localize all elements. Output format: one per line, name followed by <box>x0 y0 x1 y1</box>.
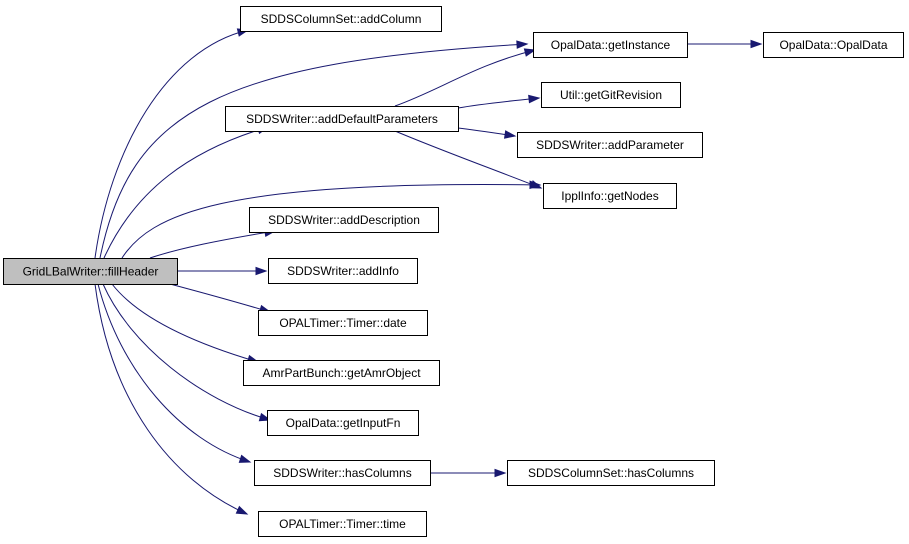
edge-root-to-getInstance <box>99 40 529 259</box>
edge-line <box>457 97 540 109</box>
node-box[interactable] <box>3 258 178 285</box>
edge-arrowhead <box>750 39 763 49</box>
edge-arrowhead <box>516 40 529 49</box>
node-box[interactable] <box>249 207 439 233</box>
edge-line <box>99 43 528 259</box>
edge-arrowhead <box>529 180 543 189</box>
edge-addDefaultParameters-to-getNodes <box>394 130 543 189</box>
edge-line <box>394 49 536 107</box>
edge-line <box>94 283 248 515</box>
node-box[interactable] <box>258 511 427 537</box>
nodes-layer: GridLBalWriter::fillHeaderSDDSColumnSet:… <box>3 6 904 537</box>
node-box[interactable] <box>543 183 677 209</box>
edge-arrowhead <box>255 266 268 276</box>
edge-arrowhead <box>238 454 252 463</box>
node-getInputFn[interactable]: OpalData::getInputFn <box>267 410 419 436</box>
node-label: Util::getGitRevision <box>560 88 662 102</box>
node-box[interactable] <box>243 360 440 386</box>
node-label: GridLBalWriter::fillHeader <box>23 265 159 279</box>
edge-root-to-addInfo <box>177 266 268 276</box>
edge-arrowhead <box>494 468 507 478</box>
node-box[interactable] <box>541 82 681 108</box>
node-hasColumnsS[interactable]: SDDSColumnSet::hasColumns <box>507 460 715 486</box>
edge-getInstance-to-opalData <box>687 39 763 49</box>
node-box[interactable] <box>240 6 442 32</box>
node-label: OpalData::getInputFn <box>286 416 401 430</box>
edge-line <box>394 130 542 189</box>
edge-root-to-date <box>169 283 272 314</box>
edge-arrowhead <box>528 94 541 104</box>
edge-arrowhead <box>523 48 537 57</box>
node-box[interactable] <box>254 460 431 486</box>
node-label: SDDSWriter::addDefaultParameters <box>246 112 438 126</box>
edge-arrowhead <box>235 505 249 515</box>
node-addDescription[interactable]: SDDSWriter::addDescription <box>249 207 439 233</box>
edge-line <box>121 184 541 259</box>
edge-line <box>111 283 259 363</box>
node-box[interactable] <box>225 106 459 132</box>
node-addDefaultParameters[interactable]: SDDSWriter::addDefaultParameters <box>225 106 459 132</box>
edge-addDefaultParameters-to-getInstance <box>394 48 537 107</box>
node-addInfo[interactable]: SDDSWriter::addInfo <box>268 258 418 284</box>
node-label: OPALTimer::Timer::time <box>279 517 406 531</box>
node-box[interactable] <box>763 32 904 58</box>
node-label: OpalData::getInstance <box>551 38 671 52</box>
edge-line <box>103 126 269 259</box>
edge-root-to-hasColumnsW <box>97 283 252 463</box>
node-getGitRevision[interactable]: Util::getGitRevision <box>541 82 681 108</box>
node-label: SDDSWriter::addDescription <box>268 213 420 227</box>
node-date[interactable]: OPALTimer::Timer::date <box>258 310 428 336</box>
node-label: OpalData::OpalData <box>779 38 887 52</box>
edge-addDefaultParameters-to-getGitRevision <box>457 94 541 109</box>
edge-line <box>149 230 276 259</box>
node-label: SDDSWriter::addInfo <box>287 264 399 278</box>
node-label: AmrPartBunch::getAmrObject <box>262 366 421 380</box>
node-addParameter[interactable]: SDDSWriter::addParameter <box>517 132 703 158</box>
node-box[interactable] <box>517 132 703 158</box>
edge-hasColumnsW-to-hasColumnsS <box>430 468 507 478</box>
node-opalData[interactable]: OpalData::OpalData <box>763 32 904 58</box>
node-label: OPALTimer::Timer::date <box>279 316 407 330</box>
node-label: SDDSColumnSet::hasColumns <box>528 466 694 480</box>
edge-root-to-time <box>94 283 249 515</box>
edge-line <box>102 283 271 421</box>
node-addColumn[interactable]: SDDSColumnSet::addColumn <box>240 6 442 32</box>
node-hasColumnsW[interactable]: SDDSWriter::hasColumns <box>254 460 431 486</box>
edge-root-to-addColumn <box>94 28 250 259</box>
node-box[interactable] <box>258 310 428 336</box>
node-box[interactable] <box>268 258 418 284</box>
node-time[interactable]: OPALTimer::Timer::time <box>258 511 427 537</box>
node-box[interactable] <box>533 32 688 58</box>
node-getAmrObject[interactable]: AmrPartBunch::getAmrObject <box>243 360 440 386</box>
edge-line <box>94 29 249 259</box>
node-box[interactable] <box>267 410 419 436</box>
edge-arrowhead <box>503 130 517 139</box>
node-label: SDDSColumnSet::addColumn <box>261 12 422 26</box>
node-label: SDDSWriter::hasColumns <box>273 466 411 480</box>
node-box[interactable] <box>507 460 715 486</box>
edge-line <box>169 283 271 313</box>
edge-addDefaultParameters-to-addParameter <box>457 127 517 139</box>
edge-root-to-addDefaultParameters <box>103 125 270 259</box>
edge-root-to-getInputFn <box>102 283 272 422</box>
node-root[interactable]: GridLBalWriter::fillHeader <box>3 258 178 285</box>
node-getNodes[interactable]: IpplInfo::getNodes <box>543 183 677 209</box>
edge-line <box>97 283 251 463</box>
node-getInstance[interactable]: OpalData::getInstance <box>533 32 688 58</box>
edge-root-to-addDescription <box>149 228 277 259</box>
node-label: IpplInfo::getNodes <box>561 189 658 203</box>
node-label: SDDSWriter::addParameter <box>536 138 684 152</box>
edge-root-to-getAmrObject <box>111 283 260 364</box>
